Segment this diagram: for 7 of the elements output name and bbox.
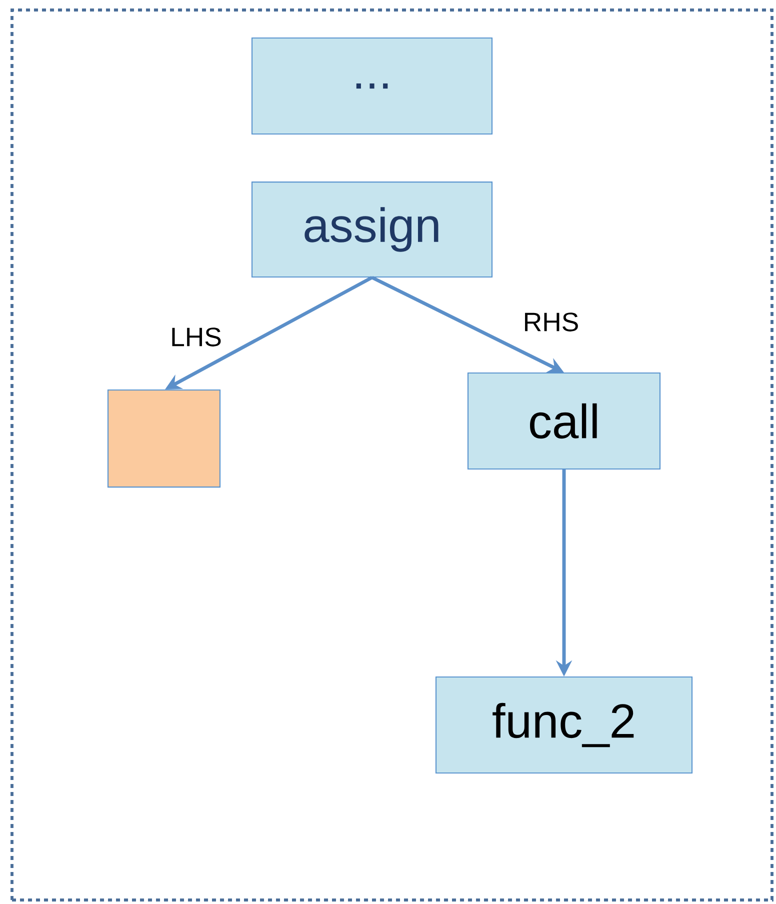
process-box: ... — [251, 37, 493, 135]
process-box: assign — [251, 182, 493, 278]
empty-box — [107, 389, 221, 488]
edge-label: LHS — [172, 328, 221, 346]
process-box: func_2 — [435, 676, 693, 774]
edge-label: RHS — [525, 312, 578, 332]
process-box: call — [467, 372, 661, 470]
